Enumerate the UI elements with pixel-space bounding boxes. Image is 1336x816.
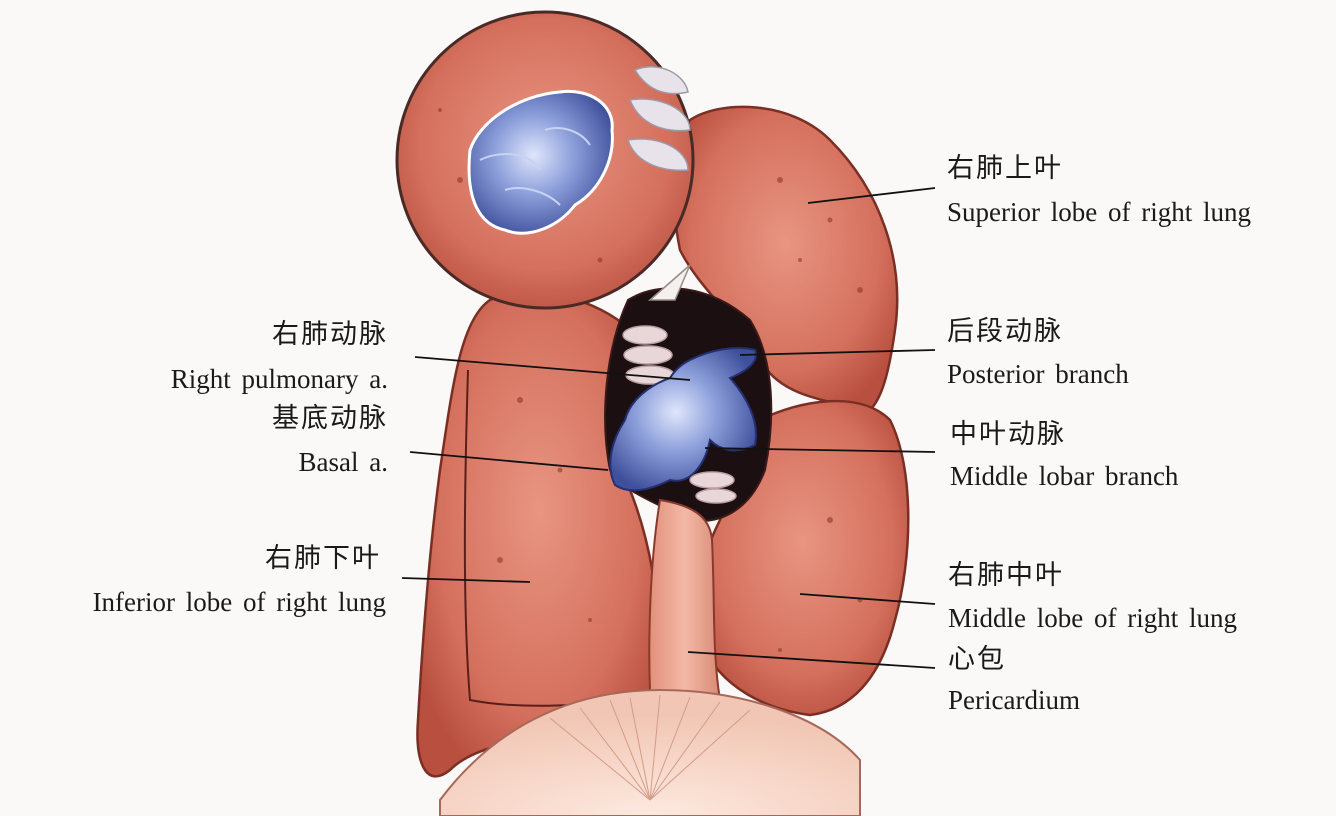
posterior-branch-label-en: Posterior branch — [947, 359, 1129, 389]
magnifier-pointer — [648, 264, 691, 301]
middle-lobar-label-en: Middle lobar branch — [950, 461, 1179, 491]
middle-lobar-label-zh: 中叶动脉 — [950, 419, 1066, 450]
pulmonary-artery-shape — [609, 347, 757, 492]
pericardium-shape — [648, 498, 722, 703]
leader-basal — [409, 451, 609, 471]
superior-lobe-label-zh: 右肺上叶 — [947, 153, 1063, 184]
inferior-lobe-label-zh: 右肺下叶 — [265, 543, 381, 574]
inset-bronchus-rings — [627, 66, 691, 171]
leader-middle-lobe — [799, 593, 936, 605]
pericardium-label-en: Pericardium — [948, 685, 1080, 715]
middle-lobe-label-zh: 右肺中叶 — [948, 560, 1064, 591]
pericardium-label-zh: 心包 — [948, 644, 1006, 675]
inset-artery-lumen — [467, 89, 614, 235]
basal-label-en: Basal a. — [298, 447, 388, 477]
leader-lines — [401, 187, 936, 669]
inferior-lobe-label-en: Inferior lobe of right lung — [92, 587, 386, 617]
right-pulmonary-label-zh: 右肺动脉 — [272, 319, 388, 350]
diaphragm-striations — [549, 694, 751, 801]
basal-label-zh: 基底动脉 — [272, 403, 388, 434]
leader-right-pulmonary — [414, 356, 691, 381]
leader-posterior-branch — [739, 349, 936, 356]
leader-pericardium — [687, 651, 936, 669]
posterior-branch-label-zh: 后段动脉 — [947, 316, 1063, 347]
right-pulmonary-label-en: Right pulmonary a. — [170, 364, 388, 394]
bronchus-rings — [622, 325, 737, 504]
superior-lobe-label-en: Superior lobe of right lung — [947, 197, 1251, 227]
diaphragm-shape — [439, 688, 861, 816]
middle-lobe-label-en: Middle lobe of right lung — [948, 603, 1237, 633]
leader-middle-lobar — [704, 447, 936, 453]
leader-inferior-lobe — [401, 577, 531, 583]
leader-superior-lobe — [807, 187, 936, 204]
